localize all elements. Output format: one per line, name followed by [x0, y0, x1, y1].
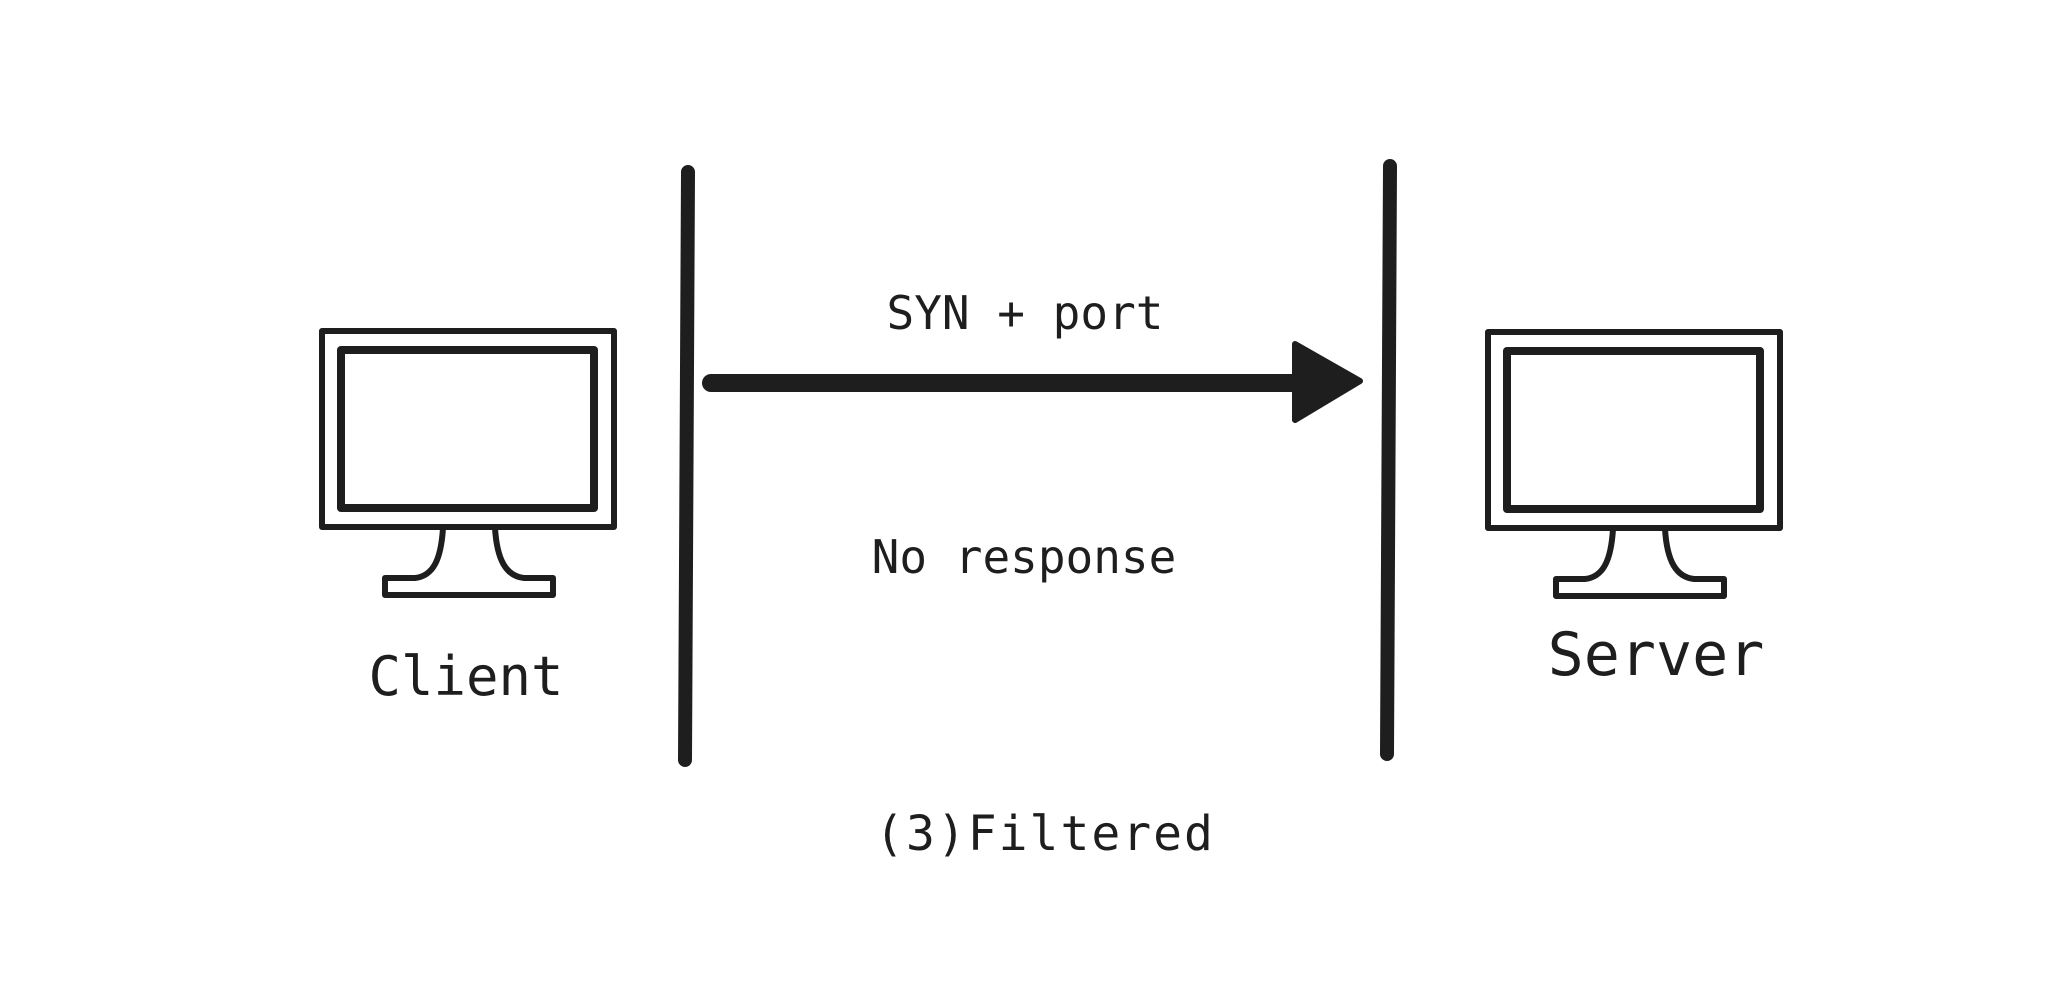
client-timeline — [678, 165, 695, 767]
response-label: No response — [872, 530, 1177, 584]
syn-arrow — [702, 341, 1363, 423]
server-timeline — [1380, 159, 1397, 761]
server-monitor-icon — [1485, 329, 1783, 599]
client-label: Client — [368, 645, 563, 708]
server-label: Server — [1548, 620, 1765, 690]
arrow-label: SYN + port — [887, 286, 1164, 340]
caption-label: (3)Filtered — [875, 806, 1215, 862]
client-monitor-icon — [319, 328, 617, 598]
arrowhead-icon — [1292, 341, 1363, 423]
